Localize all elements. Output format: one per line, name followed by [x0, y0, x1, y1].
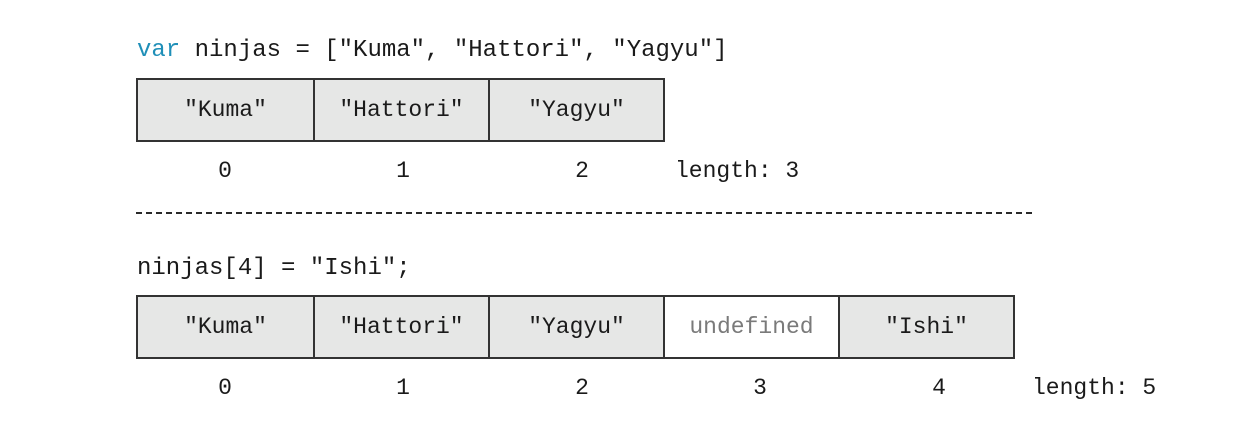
- array-declaration-code: var ninjas = ["Kuma", "Hattori", "Yagyu"…: [137, 36, 728, 66]
- initial-length-label: length: 3: [675, 158, 800, 184]
- declaration-rest: ninjas = ["Kuma", "Hattori", "Yagyu"]: [180, 37, 728, 64]
- array-cell-2: "Yagyu": [488, 295, 665, 359]
- array-cell-4: "Ishi": [838, 295, 1015, 359]
- section-divider: [136, 212, 1032, 214]
- index-label-1: 1: [396, 158, 410, 184]
- initial-array: "Kuma" "Hattori" "Yagyu": [136, 78, 665, 142]
- index-assignment-code: ninjas[4] = "Ishi";: [137, 255, 411, 282]
- array-cell-0: "Kuma": [136, 295, 315, 359]
- index-label-2: 2: [575, 158, 589, 184]
- var-keyword: var: [137, 37, 181, 64]
- index-label-0: 0: [218, 375, 232, 401]
- extended-array: "Kuma" "Hattori" "Yagyu" undefined "Ishi…: [136, 295, 1015, 359]
- array-cell-3-undefined: undefined: [663, 295, 840, 359]
- extended-length-label: length: 5: [1032, 375, 1157, 401]
- array-cell-2: "Yagyu": [488, 78, 665, 142]
- index-label-1: 1: [396, 375, 410, 401]
- array-cell-1: "Hattori": [313, 295, 490, 359]
- index-label-3: 3: [753, 375, 767, 401]
- index-label-2: 2: [575, 375, 589, 401]
- index-label-4: 4: [932, 375, 946, 401]
- index-label-0: 0: [218, 158, 232, 184]
- array-cell-1: "Hattori": [313, 78, 490, 142]
- array-cell-0: "Kuma": [136, 78, 315, 142]
